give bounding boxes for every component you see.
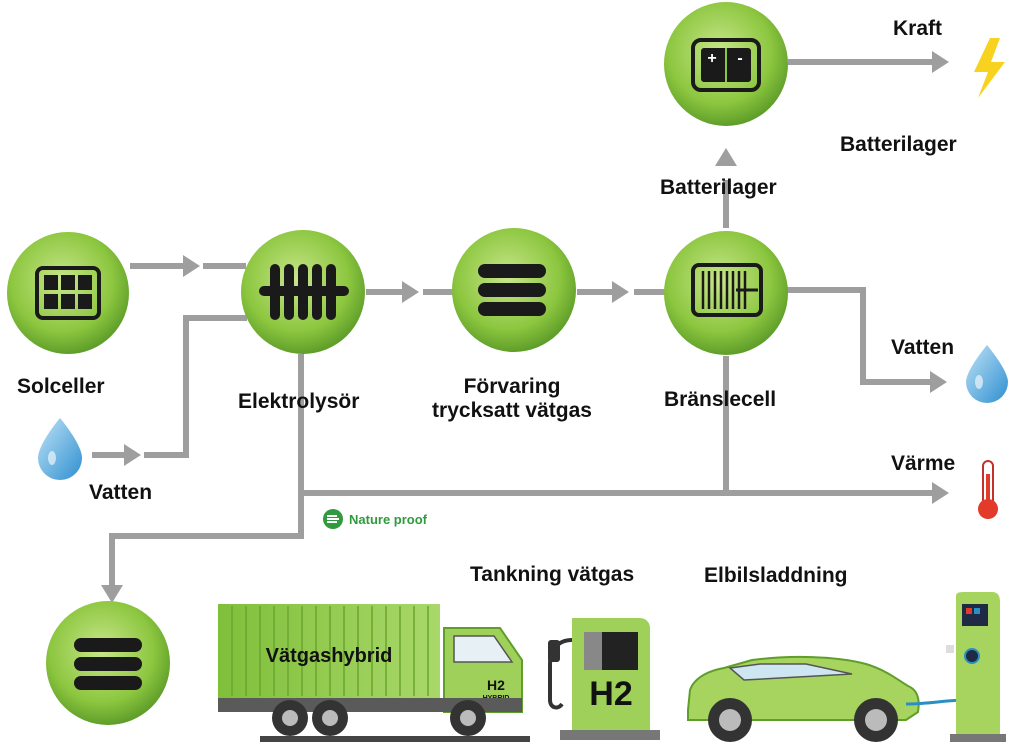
kraft-label: Kraft <box>893 17 943 40</box>
elbil-label: Elbilsladdning <box>704 564 848 587</box>
forvaring-label: Förvaring trycksatt vätgas <box>432 375 592 423</box>
storage-node <box>452 228 576 352</box>
fuel-cell-icon <box>691 263 763 317</box>
battery-node: + - <box>664 2 788 126</box>
vatten-out-label: Vatten <box>891 336 955 359</box>
truck-h2-badge: H2 <box>487 677 505 693</box>
water-drop-icon <box>38 418 82 480</box>
leaf-logo-icon <box>323 509 343 529</box>
electrolyzer-node <box>241 230 365 354</box>
elektrolysor-label: Elektrolysör <box>238 390 360 413</box>
fuel-cell-node <box>664 231 788 355</box>
truck-label: Vätgashybrid <box>266 645 393 667</box>
lightning-bolt-icon <box>974 38 1005 98</box>
solar-panel-icon <box>35 266 101 320</box>
forvaring-label-line1: Förvaring <box>463 375 561 398</box>
vatten-in-label: Vatten <box>89 481 153 504</box>
pump-h2-label: H2 <box>589 675 632 713</box>
electric-car <box>687 655 920 742</box>
forvaring-label-line2: trycksatt vätgas <box>432 399 592 422</box>
flow-arrows <box>92 51 949 603</box>
hydrogen-truck: Vätgashybrid H2 HYBRID <box>218 604 530 742</box>
solceller-label: Solceller <box>17 375 105 398</box>
solar-panel-node <box>7 232 129 354</box>
batterilager-right-label: Batterilager <box>840 133 957 156</box>
vehicle-tank-node <box>46 601 170 725</box>
tank-stack-icon <box>478 264 546 316</box>
nature-proof-logo: Nature proof <box>322 508 427 530</box>
tank-stack-icon-bottom <box>74 638 142 690</box>
varme-label: Värme <box>891 452 956 475</box>
ev-charger <box>905 592 1006 742</box>
tankning-label: Tankning vätgas <box>470 563 635 586</box>
battery-plus-sign: + <box>707 50 716 67</box>
hydrogen-pump: H2 <box>548 618 660 740</box>
logo-text: Nature proof <box>349 511 427 527</box>
electrolyzer-icon <box>259 264 349 320</box>
battery-icon: + - <box>691 38 761 92</box>
thermometer-icon <box>978 460 998 519</box>
batterilager-mid-label: Batterilager <box>660 176 777 199</box>
battery-minus-sign: - <box>737 50 742 67</box>
water-drop-icon <box>966 345 1008 403</box>
bransle-label: Bränslecell <box>664 388 777 411</box>
